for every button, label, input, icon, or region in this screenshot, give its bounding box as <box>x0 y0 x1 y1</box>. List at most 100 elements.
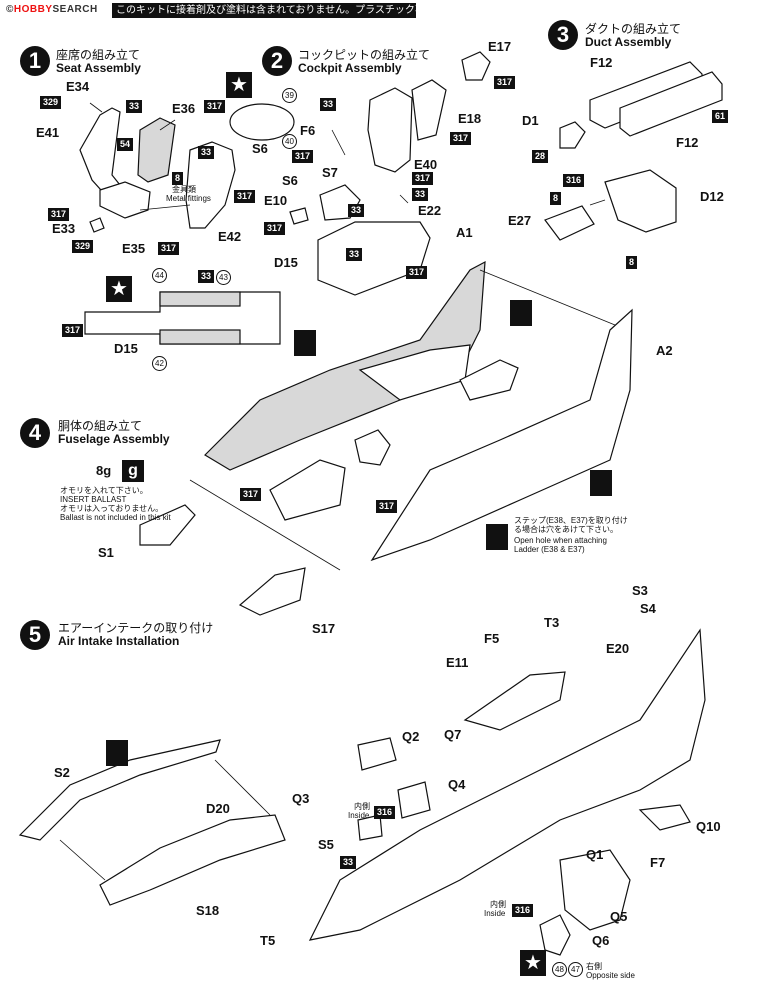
part-label: Q4 <box>448 777 466 792</box>
color-code: 317 <box>62 324 84 337</box>
glue-paint-warning: このキットに接着剤及び塗料は含まれておりません。プラスチック専用の物をお求め下さ… <box>112 3 535 18</box>
color-code: 8 <box>172 172 184 185</box>
part-label: F5 <box>484 631 500 646</box>
part-label: Q3 <box>292 791 310 806</box>
color-code: 8 <box>626 256 638 269</box>
inside-note-en: Inside <box>348 811 370 820</box>
color-code: 317 <box>264 222 286 235</box>
part-label: E34 <box>66 79 90 94</box>
star-icon: ★ <box>226 72 252 98</box>
part-label: E20 <box>606 641 630 656</box>
color-code: 317 <box>450 132 472 145</box>
part-label: S4 <box>640 601 656 616</box>
part-label: Q2 <box>402 729 420 744</box>
ladder-note-en: Open hole when attaching Ladder (E38 & E… <box>514 536 607 554</box>
color-code: 329 <box>40 96 62 109</box>
color-code: 316 <box>512 904 534 917</box>
part-label: E35 <box>122 241 146 256</box>
color-code: 33 <box>346 248 363 261</box>
part-label: S7 <box>322 165 338 180</box>
drill-hole-icon <box>294 330 316 356</box>
ballast-note-jp-2: オモリは入っておりません。 <box>60 504 164 513</box>
part-label: S3 <box>632 583 648 598</box>
color-code: 33 <box>126 100 143 113</box>
part-label: D12 <box>700 189 724 204</box>
color-code: 317 <box>158 242 180 255</box>
part-label: T5 <box>260 933 276 948</box>
part-label: E27 <box>508 213 532 228</box>
color-code: 317 <box>412 172 434 185</box>
part-label: F12 <box>590 55 613 70</box>
part-label: E11 <box>446 655 469 670</box>
color-code: 317 <box>204 100 226 113</box>
part-label: E40 <box>414 157 438 172</box>
inside-note-jp: 内側 <box>490 900 506 909</box>
drill-hole-icon <box>590 470 612 496</box>
color-code: 317 <box>494 76 516 89</box>
part-label: E36 <box>172 101 196 116</box>
decal-number: 42 <box>152 356 167 371</box>
part-label: D15 <box>114 341 138 356</box>
part-label: T3 <box>544 615 560 630</box>
color-code: 33 <box>198 270 215 283</box>
part-label: D20 <box>206 801 230 816</box>
step-4-number: 4 <box>20 418 50 448</box>
seat-assembly-drawing <box>79 102 236 233</box>
decal-number: 40 <box>282 134 297 149</box>
part-label: E33 <box>52 221 76 236</box>
part-label: S6 <box>252 141 268 156</box>
part-label: E10 <box>264 193 288 208</box>
part-label: A1 <box>456 225 473 240</box>
ballast-note-en-1: INSERT BALLAST <box>60 495 127 504</box>
ballast-note-en-2: Ballast is not included in this kit <box>60 513 171 522</box>
drill-hole-icon <box>510 300 532 326</box>
decal-number: 44 <box>152 268 167 283</box>
opposite-note-jp: 右側 <box>586 962 602 971</box>
d15-sidewall-drawing <box>84 291 281 345</box>
part-label: Q7 <box>444 727 462 742</box>
part-label: E41 <box>36 125 60 140</box>
step-1-title-jp: 座席の組み立て <box>56 48 141 62</box>
decal-number: 39 <box>282 88 297 103</box>
duct-assembly-drawing <box>544 61 723 241</box>
part-label: E22 <box>418 203 442 218</box>
fuselage-assembly-drawing <box>139 260 633 616</box>
inside-note-en: Inside <box>484 909 506 918</box>
part-label: S5 <box>318 837 334 852</box>
color-code: 61 <box>712 110 729 123</box>
color-code: 33 <box>412 188 429 201</box>
part-label: F7 <box>650 855 666 870</box>
ladder-note-jp: ステップ(E38、E37)を取り付ける場合は穴をあけて下さい。 <box>514 516 628 534</box>
metal-note-jp: 金具類 <box>172 185 196 194</box>
part-label: S6 <box>282 173 298 188</box>
color-code: 54 <box>117 138 134 151</box>
part-label: S18 <box>196 903 220 918</box>
step-5-title-jp: エアーインテークの取り付け <box>58 621 214 635</box>
part-label: F6 <box>300 123 316 138</box>
ballast-weight-icon: g <box>122 460 144 482</box>
inside-note-jp: 内側 <box>354 802 370 811</box>
color-code: 317 <box>240 488 262 501</box>
part-label: Q6 <box>592 933 610 948</box>
metal-note-en: Metal fittings <box>166 194 211 203</box>
step-4-title-jp: 胴体の組み立て <box>58 419 143 433</box>
step-2-number: 2 <box>262 46 292 76</box>
color-code: 33 <box>198 146 215 159</box>
drill-hole-icon <box>106 740 128 766</box>
part-label: S17 <box>312 621 336 636</box>
ballast-note-jp-1: オモリを入れて下さい。 <box>60 486 148 495</box>
color-code: 33 <box>340 856 357 869</box>
color-code: 329 <box>72 240 94 253</box>
step-2-title-jp: コックピットの組み立て <box>298 48 431 62</box>
color-code: 317 <box>292 150 314 163</box>
step-3-number: 3 <box>548 20 578 50</box>
part-label: Q10 <box>696 819 721 834</box>
part-label: Q5 <box>610 909 628 924</box>
decal-number: 48 <box>552 962 567 977</box>
step-2-title-en: Cockpit Assembly <box>298 61 402 75</box>
decal-number: 47 <box>568 962 583 977</box>
part-label: S2 <box>54 765 70 780</box>
color-code: 317 <box>234 190 256 203</box>
part-label: E42 <box>218 229 242 244</box>
